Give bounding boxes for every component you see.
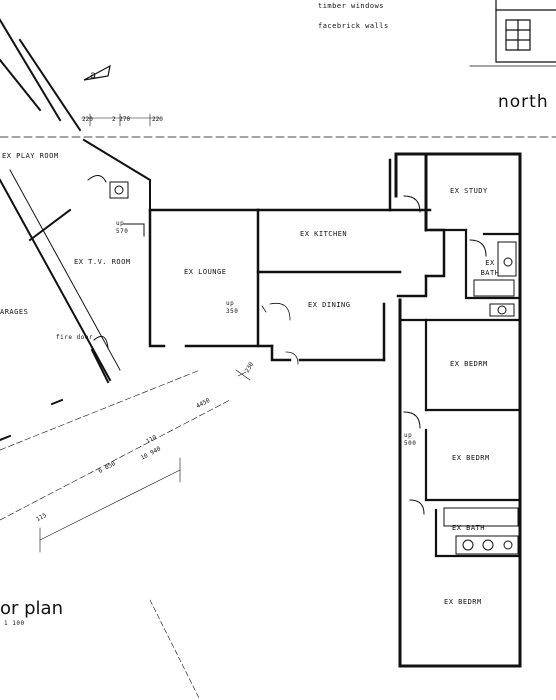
dimension-220-b: 220 — [152, 116, 163, 123]
room-play-room: EX PLAY ROOM — [2, 152, 59, 160]
elevation-thumbnail — [469, 0, 556, 67]
plan-title: or plan — [0, 598, 63, 619]
room-kitchen: EX KITCHEN — [300, 230, 348, 238]
room-dining: EX DINING — [308, 301, 351, 309]
dimension-2270: 2 270 — [112, 116, 131, 123]
note-timber-windows: timber windows — [318, 2, 385, 10]
room-bath-1: EX BATH — [480, 259, 500, 277]
north-arrow-letter: a — [90, 70, 97, 81]
step-up-500: up 500 — [404, 432, 417, 447]
step-up-570: up 570 — [116, 220, 129, 235]
lounge-walls — [148, 208, 402, 348]
room-bedrm-1: EX BEDRM — [450, 360, 488, 368]
room-bath-2: EX BATH — [452, 524, 486, 532]
north-arrow-icon — [83, 64, 111, 81]
room-lounge: EX LOUNGE — [184, 268, 227, 276]
room-bedrm-2: EX BEDRM — [452, 454, 490, 462]
dimension-220-a: 220 — [82, 116, 93, 123]
left-wing-fixtures — [87, 175, 145, 349]
bathroom-fixtures — [399, 195, 519, 621]
east-wing-partitions — [398, 228, 522, 558]
room-study: EX STUDY — [450, 187, 488, 195]
room-bedrm-3: EX BEDRM — [444, 598, 482, 606]
fire-door-note: fire door — [56, 334, 94, 341]
north-label: north — [498, 92, 549, 112]
plan-scale: 1 100 — [4, 620, 25, 627]
dimension-lines — [0, 369, 251, 700]
room-tv-room: EX T.V. ROOM — [74, 258, 131, 266]
room-garages: ARAGES — [0, 308, 29, 316]
kitchen-dining-walls — [256, 158, 446, 362]
note-facebrick-walls: facebrick walls — [318, 22, 389, 30]
step-up-350: up 350 — [226, 300, 239, 315]
